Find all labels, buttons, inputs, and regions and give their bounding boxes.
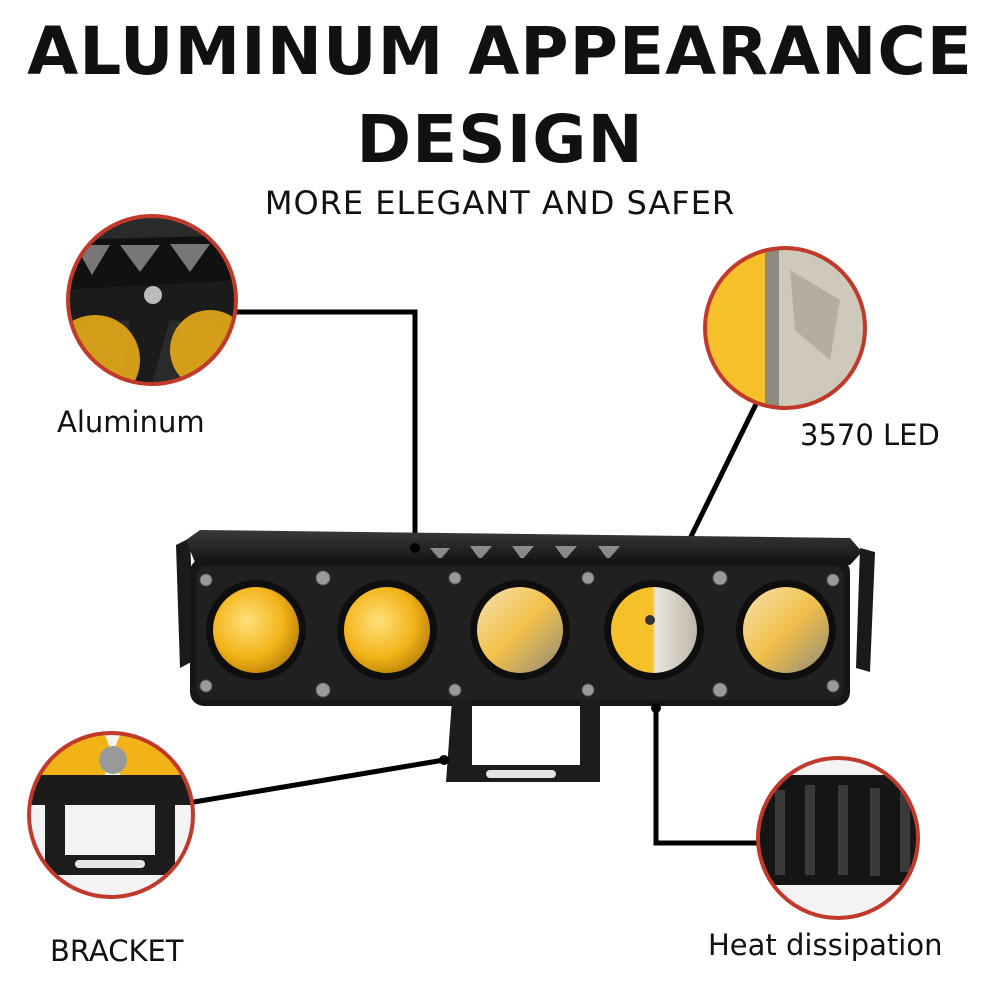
- leader-heat: [653, 708, 760, 846]
- zoom-aluminum: [66, 214, 238, 386]
- label-3570-led: 3570 LED: [800, 418, 940, 452]
- page-subtitle: MORE ELEGANT AND SAFER: [264, 184, 736, 222]
- zoom-led: [703, 246, 867, 410]
- page-title-line1: ALUMINUM APPEARANCE: [27, 13, 973, 90]
- zoom-bracket: [27, 731, 195, 899]
- page-title-line2: DESIGN: [356, 101, 644, 178]
- zoom-heat: [756, 756, 920, 920]
- leader-lines: [187, 309, 761, 846]
- label-heat-dissipation: Heat dissipation: [708, 928, 943, 962]
- label-bracket: BRACKET: [50, 934, 184, 968]
- leader-aluminum: [236, 309, 418, 548]
- lamp-body: [176, 530, 875, 782]
- leader-bracket: [187, 757, 445, 806]
- lens-row: [206, 580, 836, 680]
- label-aluminum: Aluminum: [57, 405, 205, 439]
